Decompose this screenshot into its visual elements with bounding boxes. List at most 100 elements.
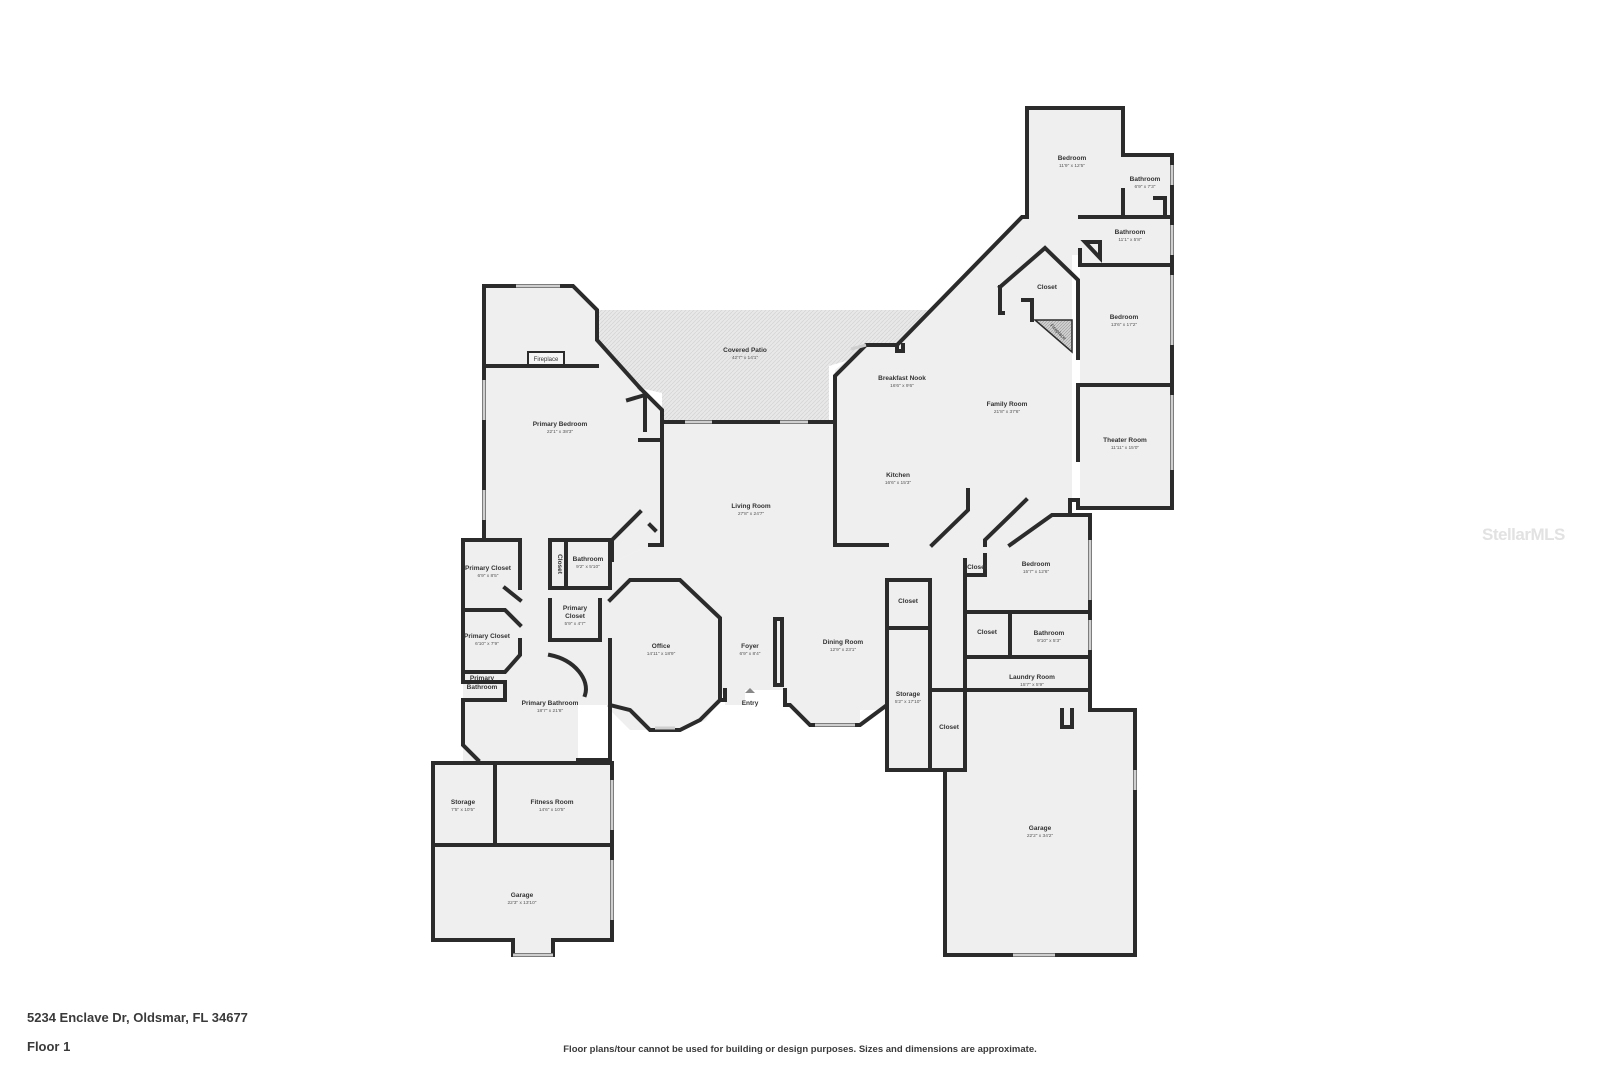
room-garage-sw: Garage 22'3" x 13'10"	[508, 892, 537, 906]
room-name: Primary Closet	[465, 565, 512, 572]
room-name-line2: Closet	[565, 613, 586, 620]
room-name: Fitness Room	[531, 799, 574, 806]
room-name: Garage	[1029, 825, 1052, 832]
room-dims: 5'2" x 17'10"	[895, 699, 922, 705]
room-dims: 7'5" x 10'5"	[451, 807, 475, 813]
room-closet-dining: Closet	[898, 598, 919, 605]
room-living-room: Living Room 27'8" x 24'7"	[731, 503, 771, 517]
room-dims: 11'9" x 12'5"	[1059, 163, 1085, 169]
room-name: Living Room	[731, 503, 771, 510]
room-name: Primary Closet	[464, 633, 511, 640]
room-family-room: Family Room 21'8" x 37'6"	[987, 401, 1028, 415]
room-dims: 27'8" x 24'7"	[738, 511, 765, 517]
room-primary-closet-1: Primary Closet 6'9" x 8'5"	[465, 565, 512, 579]
windows	[482, 165, 1174, 957]
room-laundry-room: Laundry Room 15'7" x 5'9"	[1009, 674, 1055, 688]
room-fitness-room: Fitness Room 14'6" x 10'5"	[531, 799, 574, 813]
fireplace-primary-icon	[527, 351, 565, 366]
room-dims: 15'7" x 12'6"	[1023, 569, 1050, 575]
room-dims: 13'6" x 17'2"	[1111, 322, 1138, 328]
room-dims: 14'6" x 10'5"	[539, 807, 566, 813]
room-storage-mid: Storage 5'2" x 17'10"	[895, 691, 922, 705]
room-office: Office 14'11" x 18'9"	[647, 643, 676, 657]
room-dims: 22'2" x 34'2"	[1027, 833, 1054, 839]
room-theater-room: Theater Room 11'11" x 15'0"	[1103, 437, 1147, 451]
room-closet-ne: Closet	[1037, 284, 1058, 291]
room-name: Closet	[898, 598, 919, 605]
room-name: Foyer	[741, 643, 759, 650]
room-dims: 16'6" x 15'3"	[885, 480, 912, 486]
room-closet-se: Closet	[977, 629, 998, 636]
entry-label: Entry	[742, 700, 759, 707]
room-primary-closet-3: Primary Closet 5'9" x 4'7"	[563, 605, 588, 627]
room-garage-se: Garage 22'2" x 34'2"	[1027, 825, 1054, 839]
room-dims: 9'10" x 5'3"	[1037, 638, 1061, 644]
room-bathroom-ne-small: Bathroom 6'9" x 7'3"	[1130, 176, 1161, 190]
room-dims: 6'9" x 7'3"	[1135, 184, 1156, 190]
room-bedroom-ne: Bedroom 11'9" x 12'5"	[1058, 155, 1087, 169]
fireplace-primary-label: Fireplace	[534, 357, 559, 363]
room-dims: 6'9" x 8'4"	[740, 651, 761, 657]
room-primary-bathroom-small: Primary Bathroom	[467, 675, 498, 691]
room-dims: 11'11" x 15'0"	[1111, 445, 1140, 451]
disclaimer-text: Floor plans/tour cannot be used for buil…	[563, 1044, 1037, 1055]
room-bathroom-ne: Bathroom 11'1" x 5'8"	[1115, 229, 1146, 243]
room-dims: 15'7" x 5'9"	[1020, 682, 1044, 688]
room-dims: 11'1" x 5'8"	[1118, 237, 1142, 243]
room-name: Closet	[977, 629, 998, 636]
room-name: Bedroom	[1022, 561, 1051, 568]
room-dims: 6'9" x 8'5"	[478, 573, 499, 579]
room-fills	[433, 108, 1172, 955]
room-name: Family Room	[987, 401, 1028, 408]
room-name: Storage	[451, 799, 476, 806]
room-dims: 42'7" x 14'1"	[732, 355, 759, 361]
room-name-line1: Primary	[563, 605, 588, 612]
covered-patio-area	[597, 310, 931, 422]
room-bathroom-mid: Bathroom 9'2" x 5'10"	[573, 556, 604, 570]
room-name: Bathroom	[573, 556, 604, 563]
fixtures: Fireplace Fireplace Entry	[527, 319, 1073, 707]
watermark-logo: StellarMLS	[1482, 525, 1565, 544]
room-name: Primary Bathroom	[522, 700, 579, 707]
room-bedroom-e: Bedroom 13'6" x 17'2"	[1110, 314, 1139, 328]
room-name: Bedroom	[1110, 314, 1139, 321]
room-bathroom-se: Bathroom 9'10" x 5'3"	[1034, 630, 1065, 644]
floor-label: Floor 1	[27, 1039, 71, 1054]
room-name: Bathroom	[1115, 229, 1146, 236]
room-foyer: Foyer 6'9" x 8'4"	[740, 643, 761, 657]
room-name: Office	[652, 643, 671, 650]
room-primary-bathroom: Primary Bathroom 18'7" x 21'8"	[522, 700, 579, 714]
fireplace-family-icon	[1032, 319, 1073, 354]
room-closet-east: Closet	[967, 564, 988, 571]
room-dims: 16'6" x 9'6"	[890, 383, 914, 389]
room-dims: 22'1" x 38'3"	[547, 429, 574, 435]
room-name: Storage	[896, 691, 921, 698]
entry-arrow-icon	[745, 688, 755, 693]
room-name-line2: Bathroom	[467, 684, 498, 691]
room-primary-bedroom: Primary Bedroom 22'1" x 38'3"	[533, 421, 588, 435]
property-address: 5234 Enclave Dr, Oldsmar, FL 34677	[27, 1010, 248, 1025]
room-dims: 6'10" x 7'9"	[475, 641, 499, 647]
room-name: Kitchen	[886, 472, 910, 479]
room-name-line1: Primary	[470, 675, 495, 682]
room-primary-closet-2: Primary Closet 6'10" x 7'9"	[464, 633, 511, 647]
ne-wing-area	[1027, 108, 1172, 508]
room-storage-sw: Storage 7'5" x 10'5"	[451, 799, 476, 813]
room-dims: 9'2" x 5'10"	[576, 564, 600, 570]
room-dining-room: Dining Room 12'9" x 23'1"	[823, 639, 864, 653]
room-breakfast-nook: Breakfast Nook 16'6" x 9'6"	[878, 375, 926, 389]
room-name: Breakfast Nook	[878, 375, 926, 382]
room-name: Laundry Room	[1009, 674, 1055, 681]
room-name: Theater Room	[1103, 437, 1147, 444]
room-name: Bedroom	[1058, 155, 1087, 162]
room-kitchen: Kitchen 16'6" x 15'3"	[885, 472, 912, 486]
room-dims: 12'9" x 23'1"	[830, 647, 857, 653]
room-closet-garage: Closet	[939, 724, 960, 731]
room-dims: 21'8" x 37'6"	[994, 409, 1021, 415]
room-closet-mid: Closet	[556, 554, 563, 575]
room-dims: 18'7" x 21'8"	[537, 708, 564, 714]
room-dims: 5'9" x 4'7"	[565, 621, 586, 627]
room-name: Primary Bedroom	[533, 421, 588, 428]
